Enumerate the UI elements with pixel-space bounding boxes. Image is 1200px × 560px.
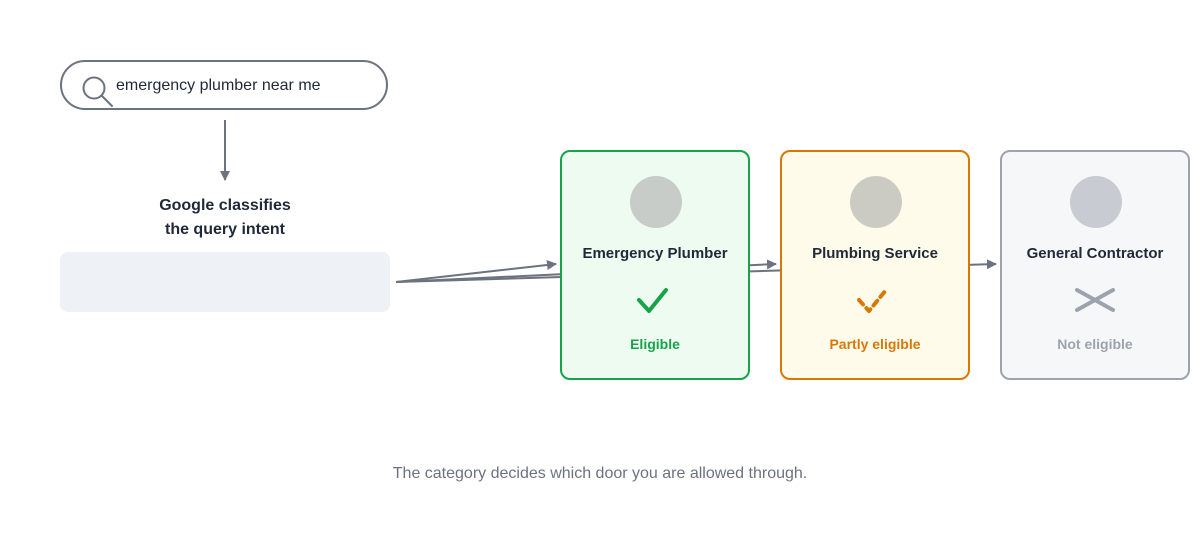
search-query-text: emergency plumber near me: [116, 77, 321, 94]
card-title: General Contractor: [1026, 245, 1164, 262]
eligibility-status: Not eligible: [1057, 336, 1133, 352]
classify-heading-line-2: the query intent: [164, 221, 285, 238]
eligibility-status: Eligible: [630, 336, 680, 352]
category-card-general-contractor: General Contractor Not eligible: [1000, 150, 1190, 380]
classify-heading-line-1: Google classifies: [159, 197, 291, 214]
caption: The category decides which door you are …: [392, 465, 808, 482]
classify-heading: Google classifies the query intent: [60, 194, 390, 242]
search-bar[interactable]: emergency plumber near me: [60, 60, 388, 110]
card-title: Plumbing Service: [812, 245, 938, 262]
dashed-checkmark-icon: [857, 288, 888, 313]
search-icon: [82, 76, 113, 107]
card-title: Emergency Plumber: [582, 245, 728, 262]
cross-icon: [1075, 288, 1115, 312]
category-card-emergency-plumber: Emergency Plumber Eligible: [560, 150, 750, 380]
avatar: [630, 176, 682, 228]
avatar: [1070, 176, 1122, 228]
query-intent-box: [60, 252, 390, 312]
category-card-plumbing-service: Plumbing Service Partly eligible: [780, 150, 970, 380]
avatar: [850, 176, 902, 228]
intent-to-emergency-plumber-arrow: [395, 260, 557, 283]
eligibility-status: Partly eligible: [829, 336, 921, 352]
checkmark-icon: [637, 288, 668, 313]
